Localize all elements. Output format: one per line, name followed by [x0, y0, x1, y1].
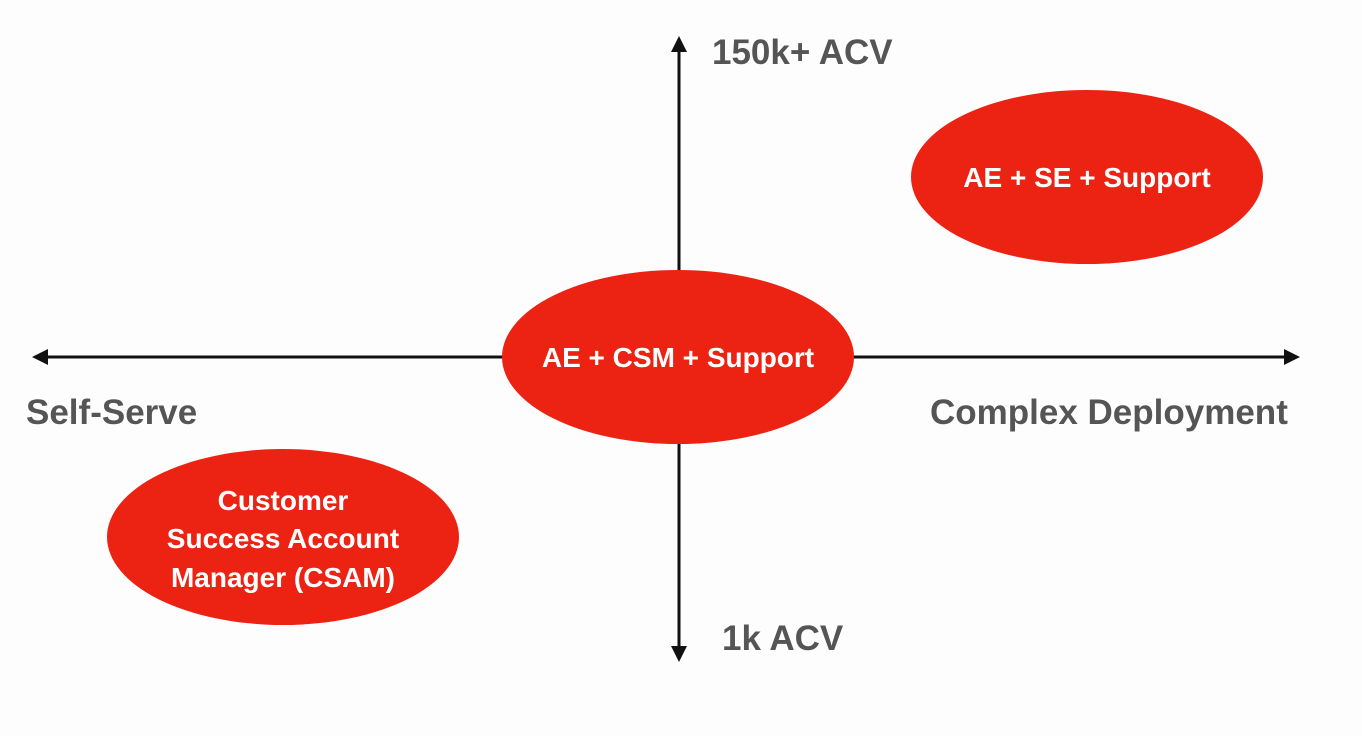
- bubble-bottom-left-line-2: Success Account: [167, 523, 399, 554]
- bubble-center-label: AE + CSM + Support: [542, 342, 814, 373]
- bubble-bottom-left-line-1: Customer: [218, 485, 349, 516]
- bubble-top-right-shape: [911, 90, 1263, 264]
- axis-label-bottom: 1k ACV: [722, 619, 844, 658]
- bubble-top-right-label: AE + SE + Support: [963, 162, 1210, 193]
- up-arrow-icon: [671, 36, 687, 52]
- axis-label-right: Complex Deployment: [930, 393, 1288, 432]
- bubble-bottom-left-line-3: Manager (CSAM): [171, 562, 395, 593]
- axis-label-top: 150k+ ACV: [712, 33, 893, 72]
- left-arrow-icon: [32, 349, 48, 365]
- bubble-center: AE + CSM + Support: [502, 270, 854, 444]
- axis-label-left: Self-Serve: [26, 393, 197, 432]
- down-arrow-icon: [671, 646, 687, 662]
- bubble-top-right: AE + SE + Support: [911, 90, 1263, 264]
- right-arrow-icon: [1284, 349, 1300, 365]
- bubble-bottom-left-shape: [107, 449, 459, 625]
- bubble-center-shape: [502, 270, 854, 444]
- bubble-bottom-left: Customer Success Account Manager (CSAM): [107, 449, 459, 625]
